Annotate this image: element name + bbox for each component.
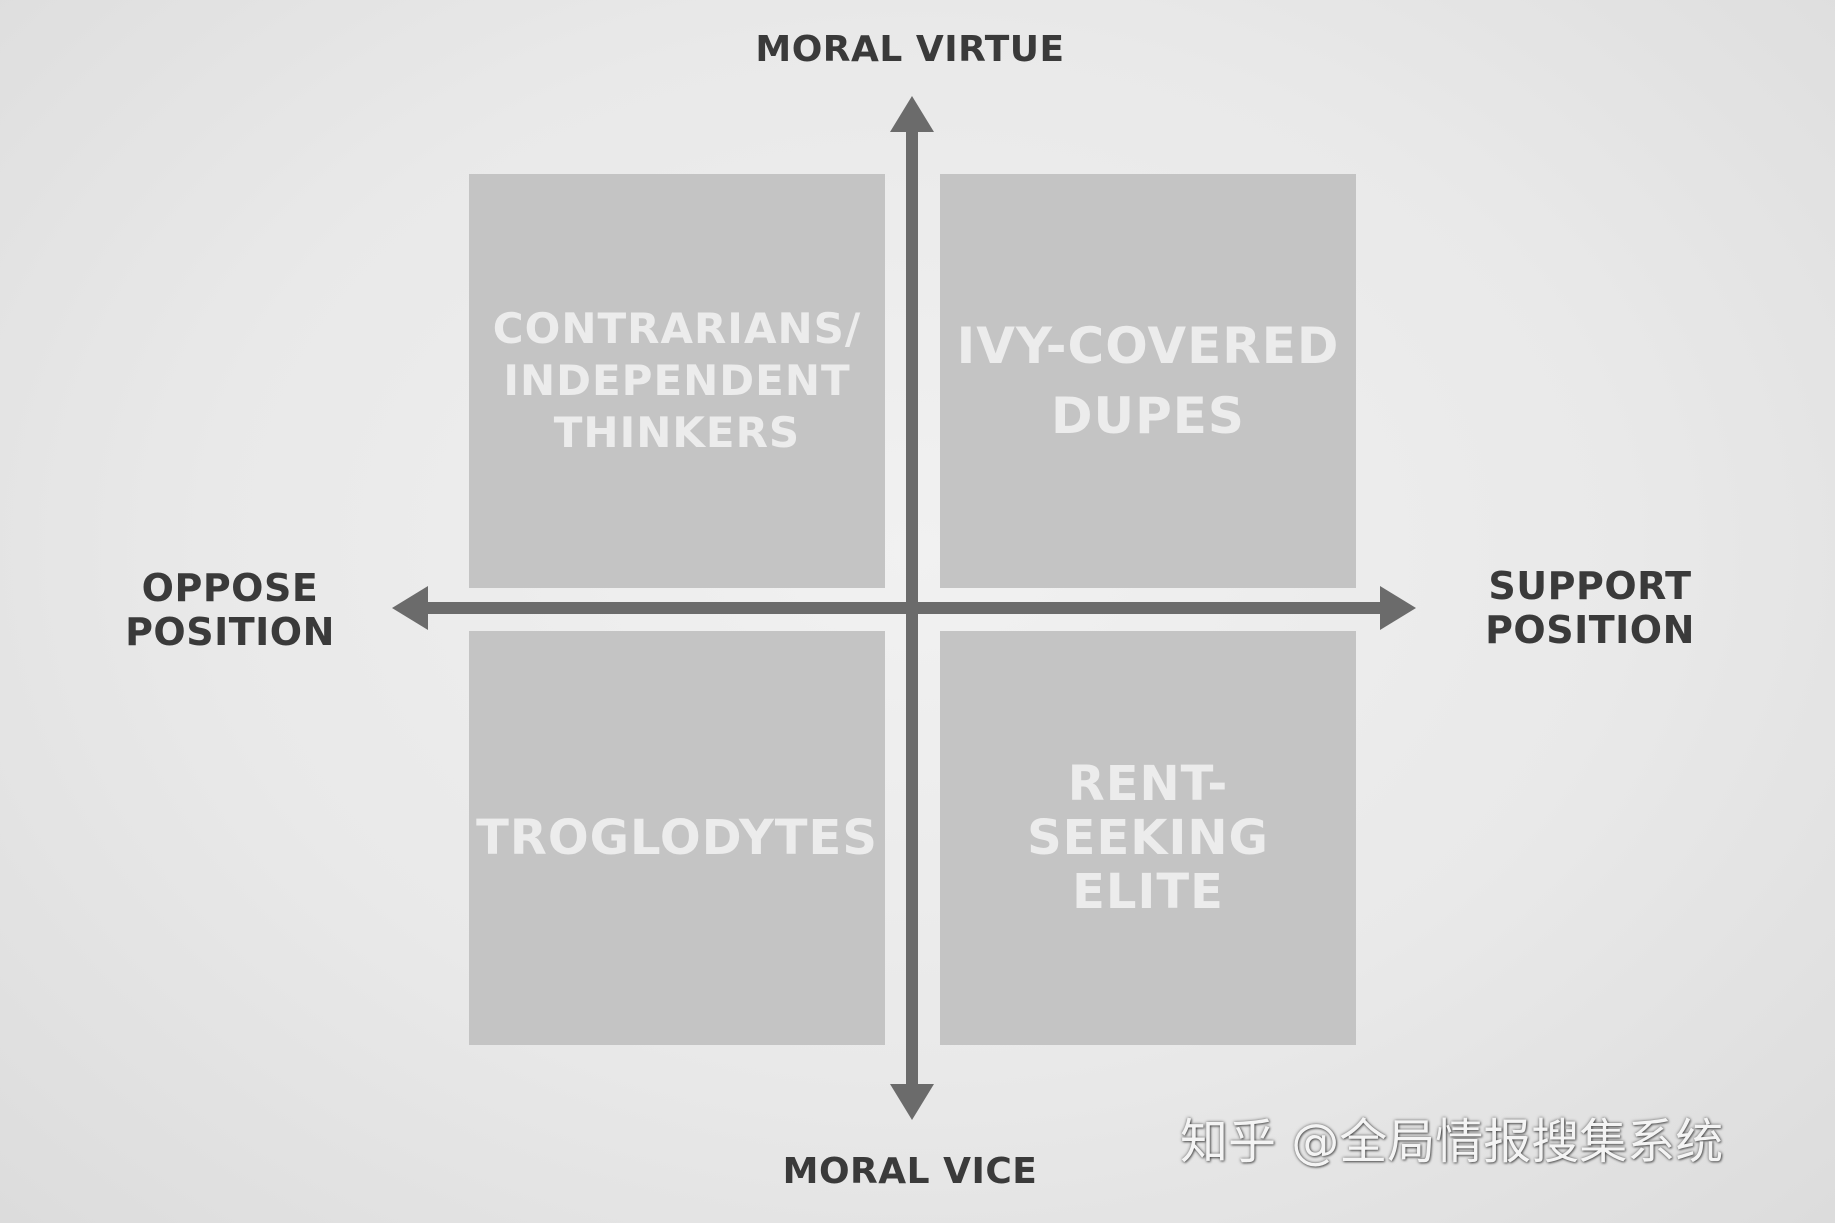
quadrant-top-right-label: IVY-COVERED DUPES: [956, 317, 1340, 445]
quadrant-top-right: IVY-COVERED DUPES: [940, 174, 1356, 588]
axis-label-left: OPPOSE POSITION: [125, 566, 335, 654]
axis-label-top: MORAL VIRTUE: [755, 29, 1065, 70]
quadrant-top-left-label: CONTRARIANS/ INDEPENDENT THINKERS: [492, 304, 862, 457]
axis-label-right: SUPPORT POSITION: [1485, 564, 1695, 652]
quadrant-bottom-left-label: TROGLODYTES: [476, 810, 878, 866]
watermark: 知乎 @全局情报搜集系统: [1180, 1114, 1724, 1170]
arrow-left-icon: [392, 586, 428, 630]
arrow-right-icon: [1380, 586, 1416, 630]
arrow-down-icon: [890, 1084, 934, 1120]
arrow-up-icon: [890, 96, 934, 132]
quadrant-bottom-right: RENT-SEEKING ELITE: [940, 631, 1356, 1045]
axis-label-bottom: MORAL VICE: [782, 1151, 1038, 1192]
quadrant-top-left: CONTRARIANS/ INDEPENDENT THINKERS: [469, 174, 885, 588]
quadrant-bottom-left: TROGLODYTES: [469, 631, 885, 1045]
quadrant-bottom-right-label: RENT-SEEKING ELITE: [1027, 756, 1269, 920]
